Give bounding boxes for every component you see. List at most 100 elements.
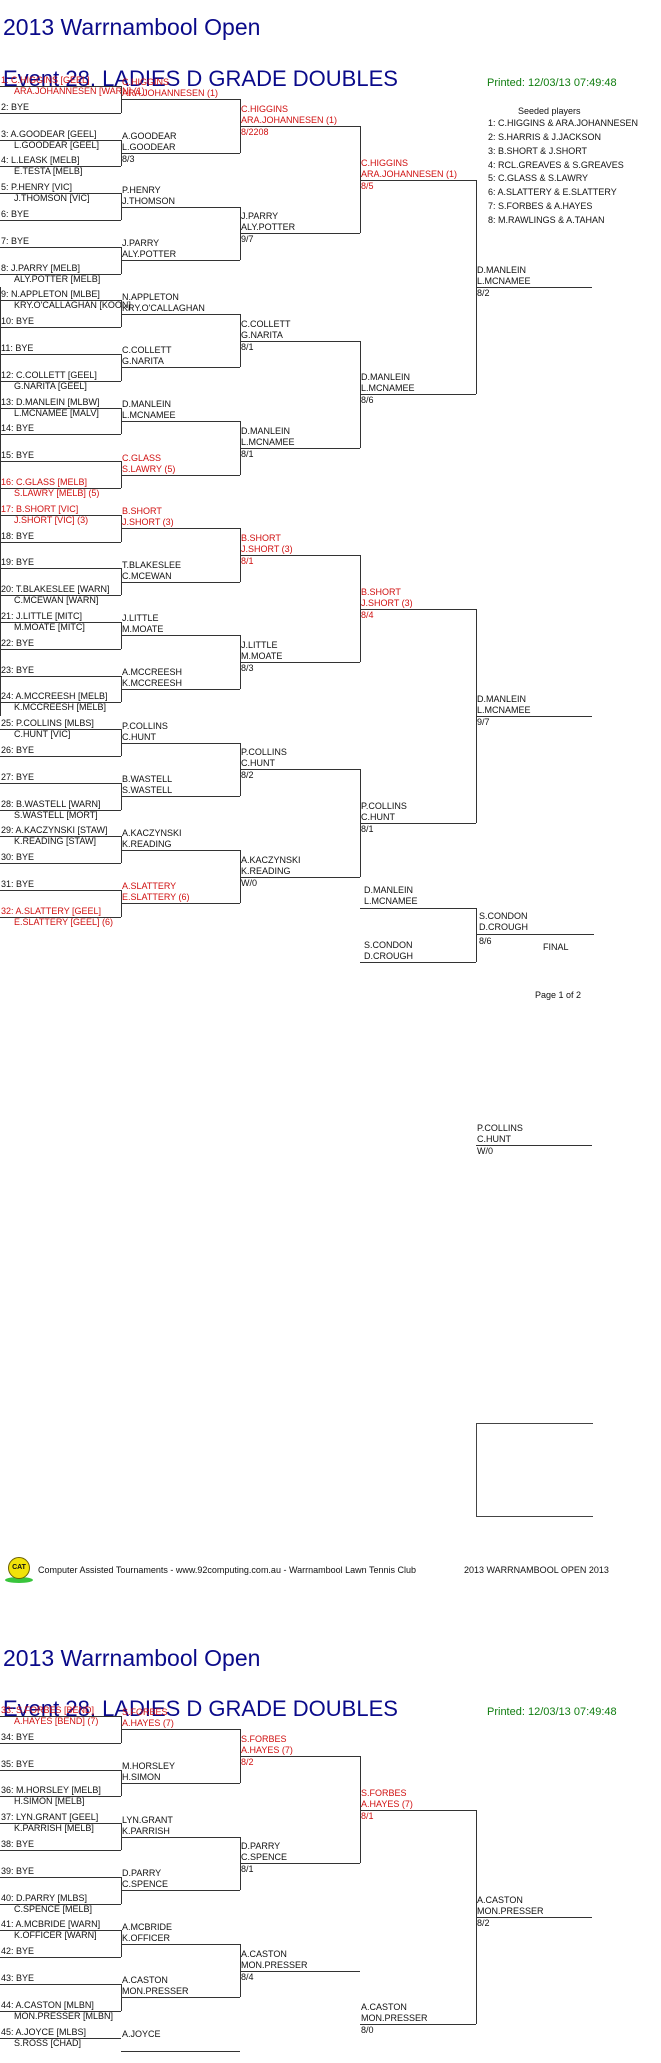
bracket-line xyxy=(0,1876,121,1878)
printed-timestamp-page-2: Printed: 12/03/13 07:49:48 xyxy=(487,1706,617,1718)
draw-entry: 14: BYE xyxy=(1,423,35,434)
draw-entry: 41: A.MCBRIDE [WARN] xyxy=(1,1919,101,1930)
round-winner: B.SHORT xyxy=(241,533,281,543)
draw-entry-partner: J.THOMSON [VIC] xyxy=(14,193,90,204)
round-winner: C.COLLETT xyxy=(241,318,291,329)
draw-entry: 21: J.LITTLE [MITC] xyxy=(1,611,83,621)
page-number: Page 1 of 2 xyxy=(535,990,582,1000)
round-winner: D.MANLEIN xyxy=(361,372,411,383)
round-winner: J.PARRY xyxy=(122,238,160,249)
match-score: 8/0 xyxy=(361,2025,374,2036)
draw-entry: 28: B.WASTELL [WARN] xyxy=(1,798,101,809)
draw-entry: 33: S.FORBES [BEND] xyxy=(1,1705,95,1715)
round-winner: P.HENRY xyxy=(122,184,161,195)
champion: S.CONDON xyxy=(479,911,528,921)
round-winner: A.KACZYNSKI xyxy=(241,854,301,865)
draw-entry: 39: BYE xyxy=(1,1865,35,1876)
bracket-line xyxy=(0,702,121,704)
round-winner: C.COLLETT xyxy=(122,345,172,356)
round-winner-partner: L.MCNAMEE xyxy=(361,383,415,394)
match-score: 8/4 xyxy=(361,609,374,620)
bracket-line xyxy=(121,407,122,435)
round-winner-partner: S.WASTELL xyxy=(122,785,173,796)
seed-entry: 8: M.RAWLINGS & A.TAHAN xyxy=(488,215,605,225)
bracket-line xyxy=(0,1930,121,1932)
draw-entry-partner: K.OFFICER [WARN] xyxy=(14,1930,97,1941)
bracket-line xyxy=(121,849,240,851)
final-score: 8/6 xyxy=(479,936,492,946)
round-winner: J.LITTLE xyxy=(241,640,278,651)
round-winner-partner: MON.PRESSER xyxy=(241,1959,308,1970)
bracket-line xyxy=(360,769,361,877)
draw-entry: 12: C.COLLETT [GEEL] xyxy=(1,369,97,380)
bracket-line xyxy=(121,1836,240,1838)
bracket-line xyxy=(121,461,122,488)
bracket-line xyxy=(0,1957,121,1959)
bracket-line xyxy=(360,394,476,396)
bracket-line xyxy=(476,1809,477,2025)
round-winner: S.FORBES xyxy=(122,1707,168,1718)
round-winner-partner: J.THOMSON xyxy=(122,195,175,206)
draw-entry: 43: BYE xyxy=(1,1973,35,1983)
bracket-line xyxy=(0,1903,121,1905)
final-label: FINAL xyxy=(543,942,569,952)
bracket-line xyxy=(476,1144,592,1146)
bracket-line xyxy=(0,782,121,784)
round-winner: A.GOODEAR xyxy=(122,131,177,141)
round-winner-partner: A.HAYES (7) xyxy=(361,1798,413,1809)
round-winner: S.FORBES xyxy=(241,1734,287,1745)
draw-entry: 38: BYE xyxy=(1,1839,35,1849)
bracket-line xyxy=(0,836,121,838)
bracket-line xyxy=(121,635,240,637)
draw-entry: 26: BYE xyxy=(1,745,35,755)
match-score: 8/6 xyxy=(361,395,374,406)
bracket-line xyxy=(121,1769,122,1797)
bracket-line xyxy=(0,809,121,811)
round-winner-partner: K.MCCREESH xyxy=(122,678,183,688)
bracket-line xyxy=(121,1729,240,1731)
round-winner-partner: ARA.JOHANNESEN (1) xyxy=(361,168,458,179)
match-score: 8/2 xyxy=(477,288,490,298)
bracket-line xyxy=(0,434,121,436)
bracket-line xyxy=(476,179,477,395)
round-winner: C.GLASS xyxy=(122,452,162,463)
bracket-line xyxy=(121,581,240,583)
bracket-line xyxy=(0,139,121,141)
round-winner: S.FORBES xyxy=(361,1787,407,1798)
bracket-line xyxy=(0,1716,121,1717)
draw-entry: 42: BYE xyxy=(1,1946,35,1957)
round-winner-partner: C.SPENCE xyxy=(122,1879,169,1890)
draw-entry: 18: BYE xyxy=(1,530,35,541)
round-winner-partner: L.MCNAMEE xyxy=(241,436,295,447)
bracket-line xyxy=(121,206,240,208)
bracket-line xyxy=(0,287,1,716)
seed-entry: 4: RCL.GREAVES & S.GREAVES xyxy=(488,160,624,170)
bracket-line xyxy=(360,608,476,610)
round-winner-partner: L.MCNAMEE xyxy=(122,410,176,420)
bracket-line xyxy=(0,863,121,865)
bracket-line xyxy=(240,233,360,235)
seed-entry: 5: C.GLASS & S.LAWRY xyxy=(488,173,589,183)
draw-entry-partner: MON.PRESSER [MLBN] xyxy=(14,2010,114,2021)
bracket-line xyxy=(121,1890,240,1892)
bracket-line xyxy=(0,1742,121,1744)
draw-entry: 31: BYE xyxy=(1,879,35,889)
bracket-line xyxy=(121,729,122,756)
round-winner: T.BLAKESLEE xyxy=(122,559,182,570)
bracket-line xyxy=(0,327,121,329)
draw-entry: 20: T.BLAKESLEE [WARN] xyxy=(1,584,110,595)
bracket-line xyxy=(121,193,122,220)
draw-entry: 29: A.KACZYNSKI [STAW] xyxy=(1,825,108,836)
round-winner: D.MANLEIN xyxy=(477,265,527,275)
bracket-line xyxy=(240,555,360,556)
match-score: 8/4 xyxy=(241,1971,254,1982)
final-finalist: S.CONDON xyxy=(364,940,413,950)
final-finalist-partner: L.MCNAMEE xyxy=(364,896,418,906)
round-winner: P.COLLINS xyxy=(477,1122,523,1133)
bracket-line xyxy=(240,340,360,342)
round-winner: A.MCCREESH xyxy=(122,667,183,677)
round-winner-partner: A.HAYES (7) xyxy=(122,1718,174,1729)
match-score: W/0 xyxy=(477,1145,494,1156)
bracket-line xyxy=(121,139,122,167)
draw-entry-partner: S.ROSS [CHAD] xyxy=(14,2037,82,2048)
